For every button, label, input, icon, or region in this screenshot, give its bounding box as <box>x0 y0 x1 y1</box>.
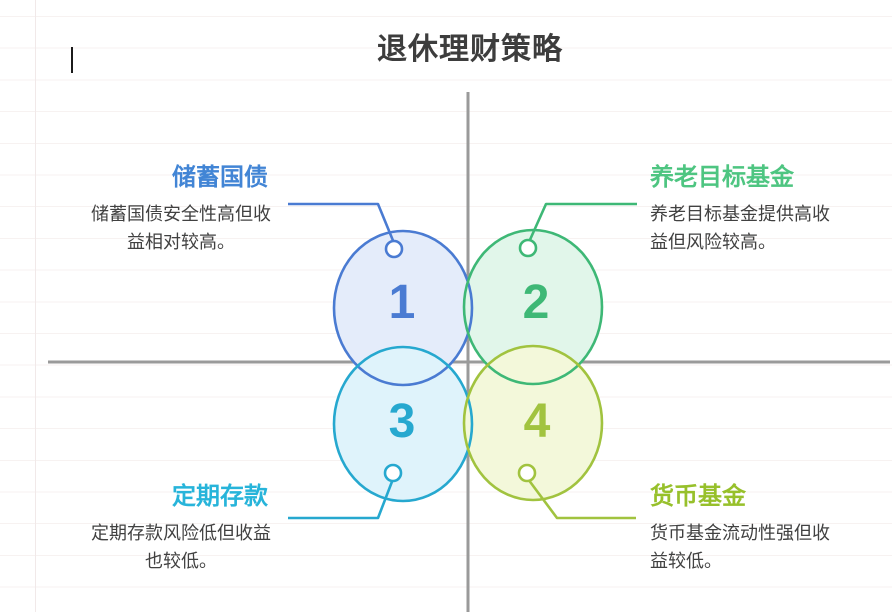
item-3-title: 定期存款 <box>172 483 268 510</box>
circle-3-number: 3 <box>388 395 416 448</box>
text-cursor <box>71 47 73 73</box>
circle-4-number: 4 <box>523 395 551 448</box>
connector-1 <box>288 202 396 244</box>
connector-dot-1 <box>384 239 404 259</box>
circle-3-outline <box>332 345 474 503</box>
circle-2-fill <box>464 230 602 384</box>
connector-4 <box>526 478 636 520</box>
circle-1-number: 1 <box>388 276 416 329</box>
circle-1-outline <box>332 229 474 387</box>
connector-dot-2 <box>518 238 538 258</box>
item-1-title: 储蓄国债 <box>172 164 268 191</box>
item-3-description: 定期存款风险低但收益也较低。 <box>91 523 271 571</box>
circle-1-fill <box>334 231 472 385</box>
item-2-title: 养老目标基金 <box>650 164 794 191</box>
connector-2 <box>527 202 637 243</box>
circle-4-outline <box>462 344 604 502</box>
circle-2-number: 2 <box>522 276 550 329</box>
item-4-title: 货币基金 <box>650 483 746 510</box>
circle-4-fill <box>464 346 602 500</box>
left-margin-rule <box>35 0 36 612</box>
circle-3-fill <box>334 347 472 501</box>
item-1-description: 储蓄国债安全性高但收益相对较高。 <box>91 204 271 252</box>
connector-dot-3 <box>383 463 403 483</box>
item-2-description: 养老目标基金提供高收益但风险较高。 <box>650 204 830 252</box>
connector-dot-4 <box>517 463 537 483</box>
page-title: 退休理财策略 <box>377 33 563 66</box>
item-4-description: 货币基金流动性强但收益较低。 <box>650 523 830 571</box>
connector-3 <box>288 478 395 520</box>
